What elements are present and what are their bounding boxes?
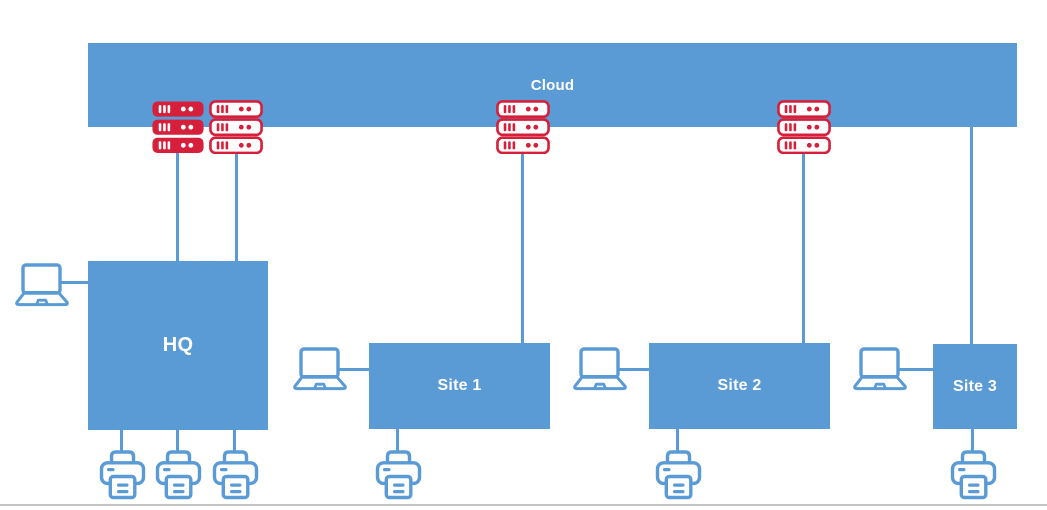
site3-node[interactable]: Site 3 — [933, 344, 1017, 429]
printer-icon-hq-2[interactable] — [155, 450, 202, 502]
connector-laptop-site2 — [617, 368, 649, 371]
laptop-icon-site3[interactable] — [850, 345, 910, 393]
connector-hq-server1 — [176, 151, 179, 261]
hq-node[interactable]: HQ — [88, 261, 268, 430]
connector-site1-printer — [396, 429, 399, 452]
printer-icon-site3[interactable] — [950, 450, 997, 502]
site2-node[interactable]: Site 2 — [649, 343, 830, 429]
laptop-icon-site2[interactable] — [570, 345, 630, 393]
connector-site3-printer — [971, 429, 974, 452]
server-stack-icon-hq-solid[interactable] — [151, 100, 205, 154]
site1-node[interactable]: Site 1 — [369, 343, 550, 429]
printer-icon-site2[interactable] — [655, 450, 702, 502]
connector-laptop-site3 — [897, 368, 933, 371]
cloud-label: Cloud — [530, 76, 575, 94]
site3-label: Site 3 — [953, 377, 997, 395]
hq-label: HQ — [162, 334, 194, 356]
server-stack-icon-site2[interactable] — [777, 100, 831, 154]
server-stack-icon-site1[interactable] — [496, 100, 550, 154]
connector-hq-printer1 — [120, 430, 123, 452]
connector-laptop-site1 — [337, 368, 369, 371]
printer-icon-hq-3[interactable] — [212, 450, 259, 502]
connector-cloud-site1 — [521, 151, 524, 343]
connector-laptop-hq — [59, 281, 88, 284]
connector-hq-printer3 — [233, 430, 236, 452]
connector-site2-printer — [676, 429, 679, 452]
server-stack-icon-hq-outline[interactable] — [209, 100, 263, 154]
site1-label: Site 1 — [437, 377, 482, 394]
printer-icon-hq-1[interactable] — [99, 450, 146, 502]
printer-icon-site1[interactable] — [375, 450, 422, 502]
laptop-icon-site1[interactable] — [290, 345, 350, 393]
connector-cloud-site2 — [802, 151, 805, 343]
connector-hq-server2 — [235, 151, 238, 261]
site2-label: Site 2 — [717, 377, 762, 394]
connector-cloud-site3 — [970, 127, 973, 345]
bottom-divider — [0, 504, 1047, 506]
connector-hq-printer2 — [176, 430, 179, 452]
laptop-icon-hq[interactable] — [12, 261, 72, 309]
